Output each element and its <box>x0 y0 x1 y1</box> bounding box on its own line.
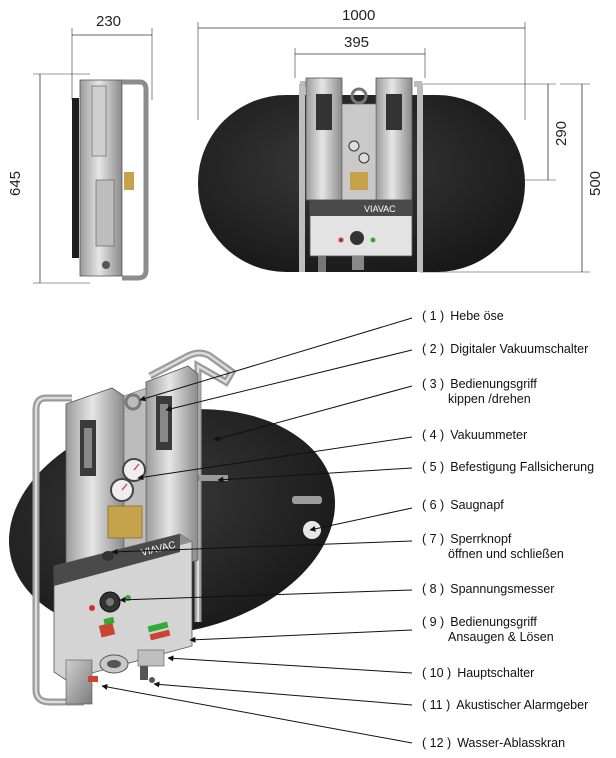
callout-9-number: ( 9 ) <box>422 615 445 629</box>
dim-body-width: 395 <box>344 34 369 51</box>
callout-9: ( 9 ) Bedienungsgriff Ansaugen & Lösen <box>422 615 554 645</box>
callout-7-number: ( 7 ) <box>422 532 445 546</box>
callout-4-label: Vakuummeter <box>450 428 528 442</box>
callout-3: ( 3 ) Bedienungsgriff kippen /drehen <box>422 377 537 407</box>
callout-10: ( 10 ) Hauptschalter <box>422 666 534 681</box>
callout-1: ( 1 ) Hebe öse <box>422 309 504 324</box>
callout-6-label: Saugnapf <box>450 498 504 512</box>
perspective-view: VIAVAC <box>8 349 336 706</box>
callout-7: ( 7 ) Sperrknopf öffnen und schließen <box>422 532 564 562</box>
leader-2 <box>165 349 413 412</box>
leader-5 <box>217 467 413 483</box>
dim-total-width: 1000 <box>342 7 375 24</box>
callout-2-label: Digitaler Vakuumschalter <box>450 342 589 356</box>
callout-5-label: Befestigung Fallsicherung <box>450 460 595 474</box>
callout-9-label: Bedienungsgriff <box>450 615 537 629</box>
callout-10-number: ( 10 ) <box>422 666 452 680</box>
callout-2: ( 2 ) Digitaler Vakuumschalter <box>422 342 588 357</box>
callout-3-number: ( 3 ) <box>422 377 445 391</box>
callout-12-label: Wasser-Ablasskran <box>457 736 566 750</box>
dim-side-width: 230 <box>96 13 121 30</box>
front-view: 1000 395 290 500 VIAVAC <box>197 7 604 273</box>
callout-2-number: ( 2 ) <box>422 342 445 356</box>
leader-8 <box>119 589 413 603</box>
leader-3 <box>213 385 413 442</box>
dim-side-height: 645 <box>7 171 24 196</box>
leader-7 <box>111 540 413 555</box>
callout-7-sub: öffnen und schließen <box>448 547 564 561</box>
callout-11: ( 11 ) Akustischer Alarmgeber <box>422 698 588 713</box>
callout-5-number: ( 5 ) <box>422 460 445 474</box>
callout-11-label: Akustischer Alarmgeber <box>456 698 589 712</box>
front-brand: VIAVAC <box>364 204 396 214</box>
leader-10 <box>167 655 413 674</box>
callout-10-label: Hauptschalter <box>457 666 535 680</box>
leader-4 <box>137 436 413 481</box>
side-view: 230 645 <box>7 13 153 284</box>
callout-4-number: ( 4 ) <box>422 428 445 442</box>
dim-pad-height: 290 <box>553 121 570 146</box>
callout-8-label: Spannungsmesser <box>450 582 555 596</box>
callout-8: ( 8 ) Spannungsmesser <box>422 582 554 597</box>
leader-9 <box>189 629 413 643</box>
dim-total-height: 500 <box>587 171 604 196</box>
callout-5: ( 5 ) Befestigung Fallsicherung <box>422 460 594 475</box>
callout-9-sub: Ansaugen & Lösen <box>448 630 554 644</box>
leader-6 <box>309 507 413 532</box>
leader-lines <box>101 317 413 744</box>
callout-4: ( 4 ) Vakuummeter <box>422 428 527 443</box>
callout-6-number: ( 6 ) <box>422 498 445 512</box>
callout-3-label: Bedienungsgriff <box>450 377 537 391</box>
callout-1-label: Hebe öse <box>450 309 504 323</box>
leader-11 <box>153 681 413 706</box>
callout-11-number: ( 11 ) <box>422 698 451 712</box>
callout-1-number: ( 1 ) <box>422 309 445 323</box>
callout-8-number: ( 8 ) <box>422 582 445 596</box>
callout-3-sub: kippen /drehen <box>448 392 531 406</box>
callout-7-label: Sperrknopf <box>450 532 512 546</box>
callout-6: ( 6 ) Saugnapf <box>422 498 504 513</box>
leader-1 <box>139 317 413 402</box>
callout-12: ( 12 ) Wasser-Ablasskran <box>422 736 565 751</box>
leader-12 <box>101 684 413 744</box>
callout-12-number: ( 12 ) <box>422 736 452 750</box>
